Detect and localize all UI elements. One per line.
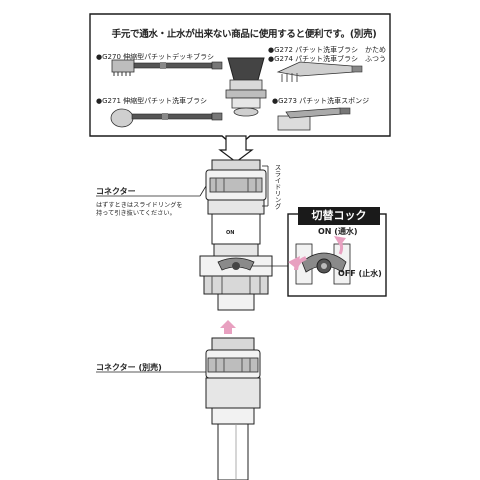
connector-note-line-2: 持って引き抜いてください。 [96,210,176,217]
product-g270-label: ●G270 伸縮型パチットデッキブラシ [96,53,214,61]
cock-lever-small [217,257,255,271]
g272-g274-brush-illustration [276,61,363,82]
lower-connector [205,337,261,425]
g273-sponge-illustration [277,107,351,131]
slide-ring-bracket [262,165,269,207]
callout-connector-illustration [225,57,267,117]
connector-note: はずすときはスライドリングを 持って引き抜いてください。 [96,202,183,218]
connector-label: コネクター [96,187,136,196]
on-mark: ON [226,230,235,236]
callout-title: 手元で通水・止水が出来ない商品に使用すると便利です。(別売) [111,29,377,40]
cock-valve-illustration [295,243,351,285]
slide-ring-label: スライドリング [273,164,281,210]
g270-deck-brush-illustration [111,59,223,76]
product-g272-label: ●G272 パチット洗車ブラシ かため [268,46,386,54]
connector-note-line-1: はずすときはスライドリングを [96,202,183,209]
g271-wash-brush-illustration [110,108,223,128]
connector-label-line [96,185,207,197]
connector-assembly [199,159,273,311]
hose [217,423,249,480]
cock-direction-arrows [288,236,346,271]
product-g274-label: ●G274 パチット洗車ブラシ ふつう [268,55,386,63]
cock-off-label: OFF (止水) [338,269,382,278]
product-g273-label: ●G273 パチット洗車スポンジ [272,97,370,105]
cock-title: 切替コック [298,207,380,225]
callout-pointer-arrow [218,135,254,163]
cock-on-label: ON (通水) [318,227,358,236]
connector-sold-separately-label: コネクター (別売) [96,363,162,372]
product-g271-label: ●G271 伸縮型パチット洗車ブラシ [96,97,207,105]
attach-direction-arrow [220,320,236,334]
